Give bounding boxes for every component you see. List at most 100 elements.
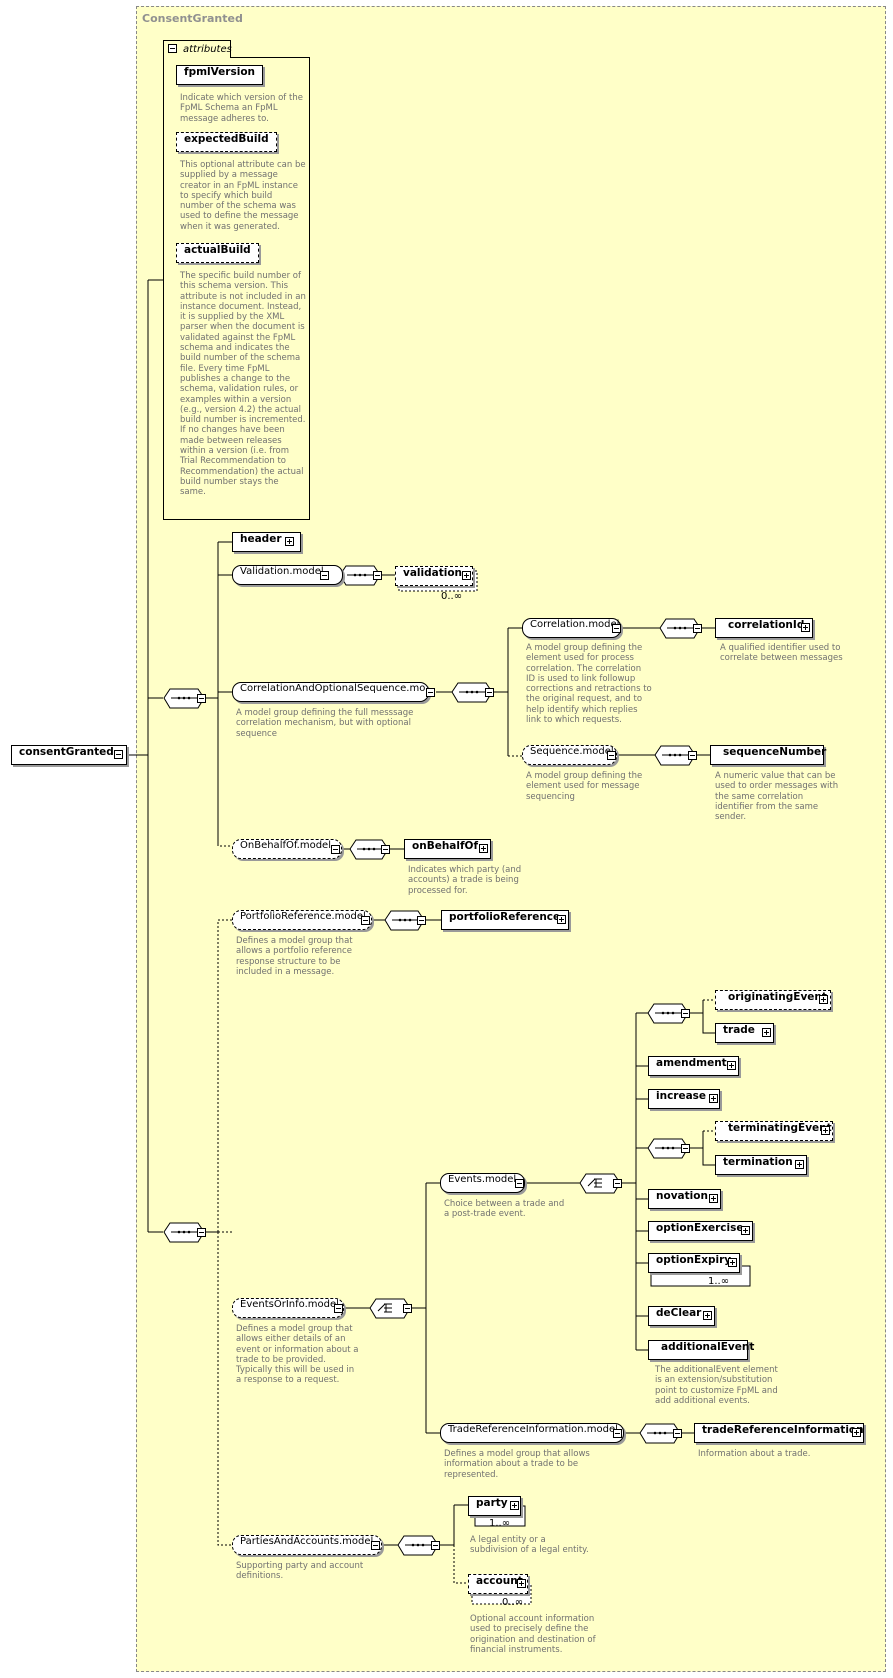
group-events-model[interactable]: Events.model: [440, 1173, 525, 1193]
element-party[interactable]: party: [468, 1496, 521, 1516]
group-label: Correlation.model: [530, 619, 620, 630]
collapse-icon[interactable]: [373, 571, 382, 580]
group-tradereferenceinformation-model[interactable]: TradeReferenceInformation.model: [440, 1423, 624, 1443]
element-label: trade: [723, 1024, 755, 1036]
expand-icon[interactable]: [801, 623, 810, 632]
expand-icon[interactable]: [852, 1428, 861, 1437]
expand-icon[interactable]: [741, 1226, 750, 1235]
element-termination[interactable]: termination: [715, 1155, 807, 1175]
expand-icon[interactable]: [517, 1579, 526, 1588]
expand-icon[interactable]: [727, 1061, 736, 1070]
element-increase[interactable]: increase: [648, 1089, 720, 1109]
element-amendment[interactable]: amendment: [648, 1056, 739, 1076]
element-declear[interactable]: deClear: [648, 1306, 715, 1326]
expand-icon[interactable]: [709, 1094, 718, 1103]
collapse-icon[interactable]: [371, 1541, 380, 1550]
collapse-icon[interactable]: [403, 1304, 412, 1313]
expand-icon[interactable]: [462, 571, 471, 580]
collapse-icon[interactable]: [331, 845, 340, 854]
group-label: OnBehalfOf.model: [240, 840, 331, 851]
attribute-expectedbuild[interactable]: expectedBuild: [176, 132, 277, 152]
group-description: A model group defining the full messsage…: [236, 708, 414, 739]
group-onbehalfof-model[interactable]: OnBehalfOf.model: [232, 839, 342, 859]
element-label: sequenceNumber: [723, 746, 827, 758]
expand-icon[interactable]: [728, 1258, 737, 1267]
collapse-icon[interactable]: [197, 694, 206, 703]
element-description: A numeric value that can be used to orde…: [715, 771, 839, 823]
collapse-icon[interactable]: [417, 916, 426, 925]
element-tradereferenceinformation[interactable]: tradeReferenceInformation: [694, 1423, 864, 1443]
collapse-icon[interactable]: [334, 1304, 343, 1313]
element-sequencenumber[interactable]: sequenceNumber: [710, 745, 827, 765]
element-onbehalfof[interactable]: onBehalfOf: [404, 839, 491, 859]
expand-icon[interactable]: [285, 537, 294, 546]
group-sequence-model[interactable]: Sequence.model: [522, 745, 617, 765]
group-label: PartiesAndAccounts.model: [240, 1536, 374, 1547]
collapse-icon[interactable]: [613, 1429, 622, 1438]
collapse-icon[interactable]: [114, 750, 123, 759]
attribute-fpmlversion[interactable]: fpmlVersion: [176, 65, 264, 85]
collapse-icon[interactable]: [381, 845, 390, 854]
root-element-consentgranted[interactable]: consentGranted: [11, 745, 127, 765]
collapse-icon[interactable]: [607, 751, 616, 760]
occurrence-label: 1..∞: [708, 1276, 730, 1287]
group-label: TradeReferenceInformation.model: [448, 1424, 618, 1435]
expand-icon[interactable]: [479, 844, 488, 853]
expand-icon[interactable]: [819, 995, 828, 1004]
element-label: additionalEvent: [661, 1341, 755, 1353]
element-label: tradeReferenceInformation: [702, 1424, 864, 1436]
group-correlation-model[interactable]: Correlation.model: [522, 618, 621, 638]
element-terminatingevent[interactable]: terminatingEvent: [715, 1121, 833, 1141]
element-originatingevent[interactable]: originatingEvent: [715, 990, 831, 1010]
collapse-icon[interactable]: [426, 688, 435, 697]
element-validation[interactable]: validation: [395, 566, 473, 586]
collapse-icon[interactable]: [693, 624, 702, 633]
expand-icon[interactable]: [557, 915, 566, 924]
element-portfolioreference[interactable]: portfolioReference: [441, 910, 569, 930]
element-novation[interactable]: novation: [648, 1189, 721, 1209]
collapse-icon[interactable]: [681, 1009, 690, 1018]
collapse-icon[interactable]: [613, 1179, 622, 1188]
attribute-name: fpmlVersion: [184, 66, 256, 78]
attribute-actualbuild[interactable]: actualBuild: [176, 243, 259, 263]
element-account[interactable]: account: [468, 1574, 528, 1594]
expand-icon[interactable]: [821, 1126, 830, 1135]
element-trade[interactable]: trade: [715, 1023, 774, 1043]
element-additionalevent[interactable]: additionalEvent: [648, 1340, 754, 1360]
element-label: onBehalfOf: [412, 840, 479, 852]
element-header[interactable]: header: [232, 532, 301, 552]
group-description: Defines a model group that allows inform…: [444, 1449, 590, 1480]
collapse-icon[interactable]: [485, 688, 494, 697]
group-label: Sequence.model: [530, 746, 614, 757]
collapse-icon[interactable]: [681, 1144, 690, 1153]
attribute-description: This optional attribute can be supplied …: [180, 160, 306, 232]
expand-icon[interactable]: [703, 1311, 712, 1320]
group-eventsorinfo-model[interactable]: EventsOrInfo.model: [232, 1298, 344, 1318]
expand-icon[interactable]: [762, 1028, 771, 1037]
element-optionexpiry[interactable]: optionExpiry: [648, 1253, 740, 1273]
collapse-icon[interactable]: [515, 1179, 524, 1188]
collapse-icon[interactable]: [361, 916, 370, 925]
group-correlation-optional-sequence[interactable]: CorrelationAndOptionalSequence.mo...: [232, 682, 435, 702]
group-validation-model[interactable]: Validation.model: [232, 565, 343, 585]
group-portfolioreference-model[interactable]: PortfolioReference.model: [232, 910, 372, 930]
attributes-tab[interactable]: attributes: [163, 40, 232, 58]
element-optionexercise[interactable]: optionExercise: [648, 1221, 753, 1241]
occurrence-label: 1..∞: [489, 1518, 511, 1529]
expand-icon[interactable]: [709, 1194, 718, 1203]
collapse-icon[interactable]: [431, 1541, 440, 1550]
collapse-icon[interactable]: [168, 44, 177, 53]
group-partiesandaccounts-model[interactable]: PartiesAndAccounts.model: [232, 1535, 382, 1555]
collapse-icon[interactable]: [688, 751, 697, 760]
expand-icon[interactable]: [795, 1160, 804, 1169]
collapse-icon[interactable]: [673, 1429, 682, 1438]
element-label: novation: [656, 1190, 708, 1202]
collapse-icon[interactable]: [320, 571, 329, 580]
element-label: correlationId: [728, 619, 805, 631]
element-label: party: [476, 1497, 508, 1509]
collapse-icon[interactable]: [612, 624, 621, 633]
group-label: Validation.model: [240, 566, 324, 577]
collapse-icon[interactable]: [197, 1228, 206, 1237]
element-correlationid[interactable]: correlationId: [715, 618, 813, 638]
expand-icon[interactable]: [510, 1501, 519, 1510]
